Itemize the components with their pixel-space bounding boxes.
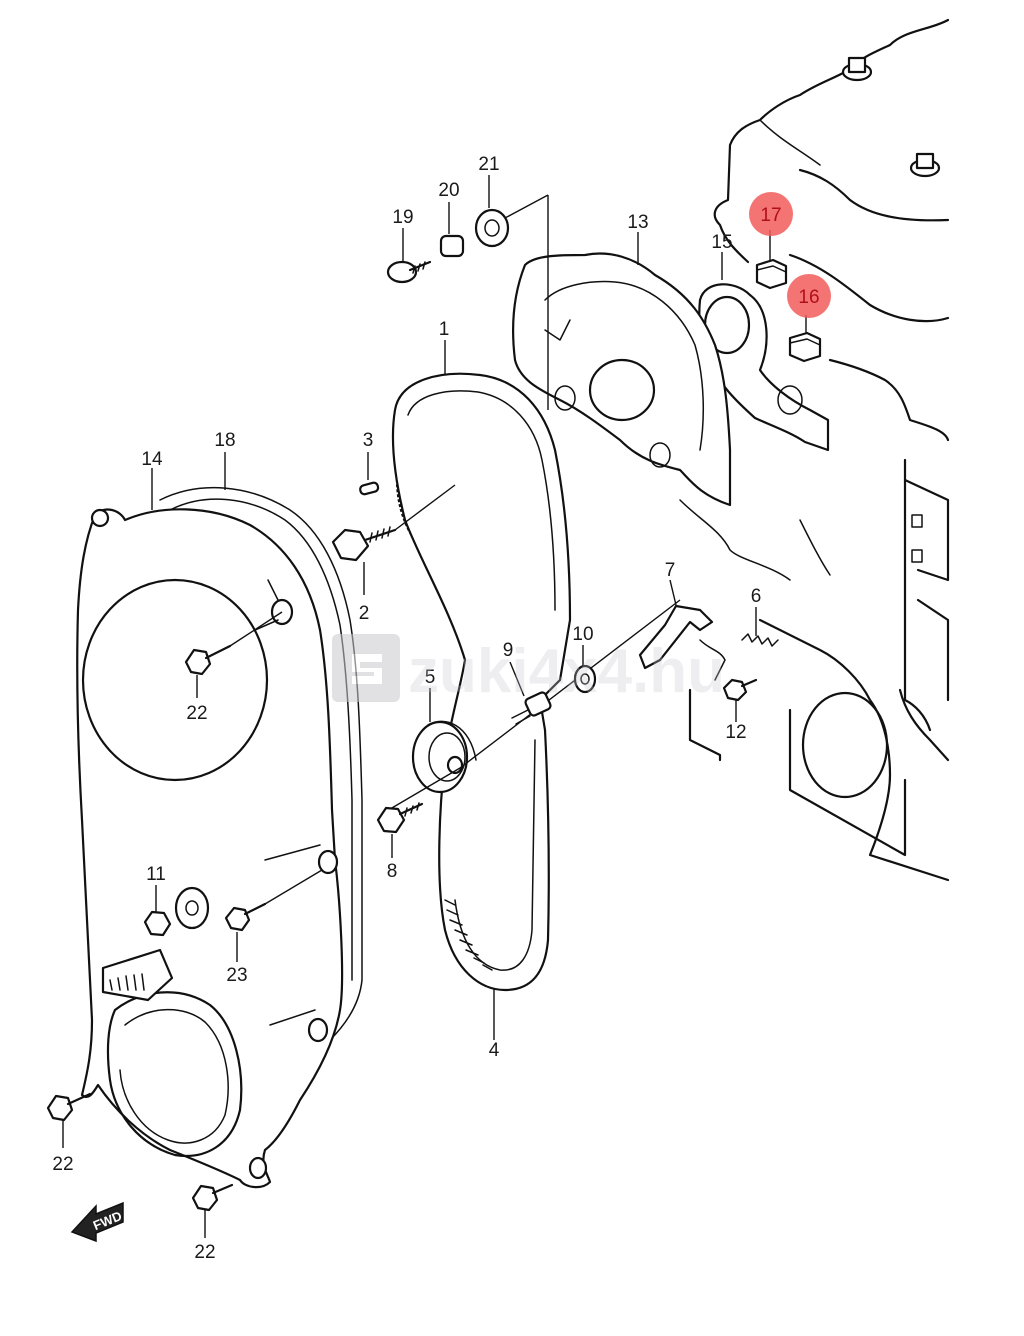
- part-22-bolt-upper[interactable]: 22: [184, 611, 283, 724]
- part-23-bolt[interactable]: 23: [224, 869, 323, 986]
- part-5-tensioner[interactable]: 5: [411, 667, 477, 794]
- callout-18: 18: [214, 430, 235, 451]
- callout-9: 9: [503, 640, 514, 661]
- part-10-washer[interactable]: 10: [572, 624, 597, 694]
- callout-16-highlight: [787, 274, 831, 318]
- part-6-spring[interactable]: 6: [741, 586, 779, 647]
- watermark-text: zuki4x4.hu: [408, 637, 725, 706]
- callout-13: 13: [627, 212, 648, 233]
- fwd-arrow-icon: FWD: [70, 1201, 124, 1243]
- callout-22a: 22: [186, 703, 207, 724]
- callout-23: 23: [226, 965, 247, 986]
- callout-3: 3: [363, 430, 374, 451]
- part-11-nut[interactable]: 11: [143, 864, 210, 937]
- callout-14: 14: [141, 449, 163, 470]
- callout-2: 2: [359, 603, 370, 624]
- callout-17: 17: [760, 205, 781, 226]
- callout-17-highlight: [749, 192, 793, 236]
- part-14-outer-timing-cover[interactable]: 14: [76, 449, 344, 1189]
- callout-4: 4: [489, 1040, 500, 1061]
- part-21-grommet[interactable]: 21: [474, 154, 510, 248]
- callout-21: 21: [478, 154, 499, 175]
- part-22-bolt-lower[interactable]: 22: [191, 1183, 234, 1263]
- callout-11: 11: [146, 864, 166, 885]
- part-20-sleeve[interactable]: 20: [438, 180, 465, 258]
- callout-16: 16: [798, 287, 819, 308]
- callout-20: 20: [438, 180, 459, 201]
- part-3-key[interactable]: 3: [359, 430, 380, 496]
- part-19-bolt[interactable]: 19: [386, 207, 432, 284]
- callout-22c: 22: [194, 1242, 215, 1263]
- callout-8: 8: [387, 861, 398, 882]
- part-8-bolt[interactable]: 8: [376, 802, 424, 882]
- part-4-timing-belt[interactable]: 4: [391, 372, 572, 1061]
- part-13-inner-timing-cover[interactable]: 13: [511, 212, 732, 507]
- callout-7: 7: [665, 560, 676, 581]
- part-16-clip[interactable]: 16: [787, 274, 831, 363]
- part-2-bolt[interactable]: 2: [331, 484, 456, 624]
- part-12-bolt[interactable]: 12: [722, 678, 758, 743]
- part-9-stud[interactable]: 9: [503, 640, 552, 725]
- watermark: zuki4x4.hu: [332, 634, 725, 706]
- callout-19: 19: [392, 207, 413, 228]
- part-7-tensioner-plate[interactable]: 7: [638, 560, 714, 670]
- callout-22b: 22: [52, 1154, 73, 1175]
- callout-15: 15: [711, 232, 732, 253]
- callout-5: 5: [425, 667, 436, 688]
- part-22-bolt-left[interactable]: 22: [46, 1092, 92, 1175]
- engine-block: [679, 18, 950, 882]
- callout-1: 1: [439, 319, 450, 340]
- callout-6: 6: [751, 586, 762, 607]
- callout-12: 12: [725, 722, 746, 743]
- part-17-clip[interactable]: 17: [749, 192, 793, 290]
- callout-10: 10: [572, 624, 593, 645]
